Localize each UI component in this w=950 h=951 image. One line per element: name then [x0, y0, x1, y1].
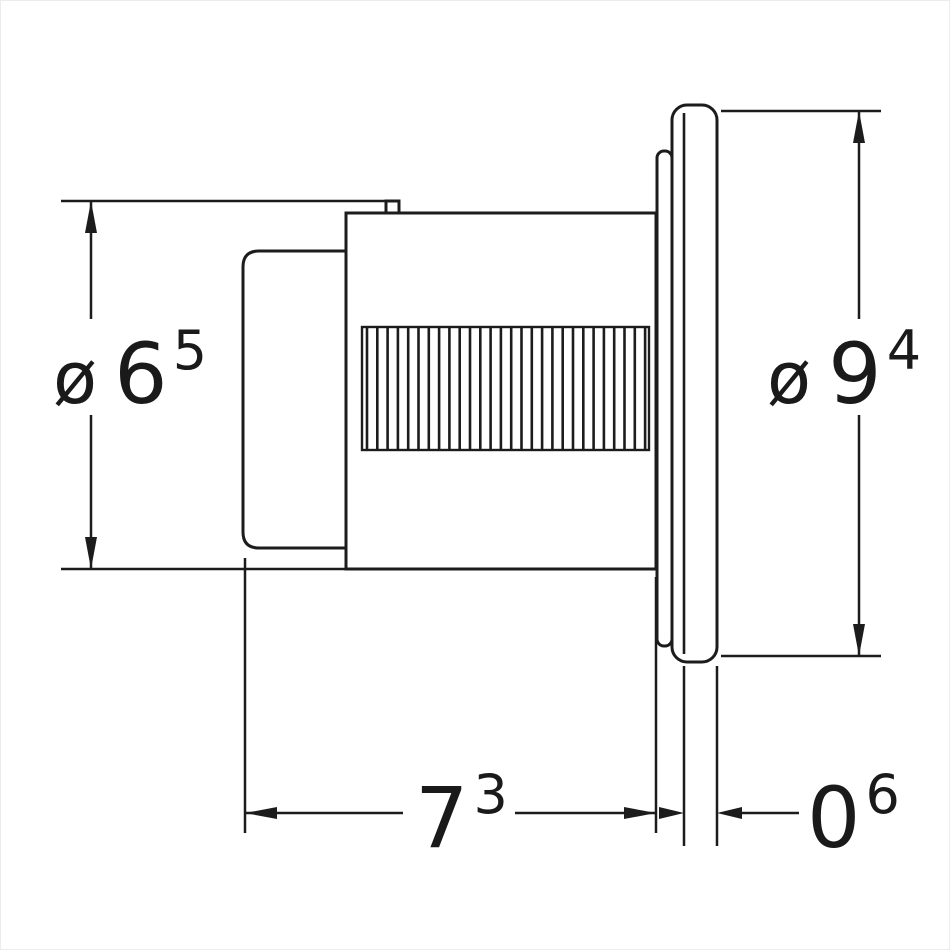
label-length-body: 7 3: [415, 763, 508, 867]
knurled-grip-ribs: [365, 327, 647, 450]
label-thickness-plate-main: 0: [807, 769, 860, 867]
label-diameter-right: ø 9 4: [767, 319, 921, 423]
label-bg-bottom: [403, 759, 515, 857]
label-diameter-left: ø 6 5: [53, 319, 207, 423]
label-bg-left: [41, 319, 211, 415]
mounting-collar-outline: [655, 149, 674, 648]
label-diameter-right-main: 9: [828, 325, 881, 423]
arrow-right-plate-icon: [659, 807, 684, 819]
arrow-down-right-icon: [853, 624, 865, 656]
arrow-right-bottom-icon: [624, 807, 656, 819]
arrow-down-left-icon: [85, 537, 97, 569]
label-diameter-left-main: 6: [114, 325, 167, 423]
label-diameter-right-sup: 4: [887, 319, 921, 382]
push-button-outline: [241, 249, 348, 550]
label-thickness-plate-sup: 6: [866, 763, 900, 826]
knurled-grip-border: [360, 325, 651, 452]
housing-top-tab: [384, 199, 401, 215]
label-length-body-main: 7: [415, 769, 468, 867]
arrow-left-bottom-icon: [245, 807, 277, 819]
label-diameter-right-prefix: ø: [767, 336, 811, 420]
cover-plate-outline: [670, 103, 719, 664]
arrow-left-plate-icon: [717, 807, 742, 819]
arrow-up-left-icon: [85, 201, 97, 233]
label-thickness-plate: 0 6: [807, 763, 900, 867]
label-diameter-left-sup: 5: [173, 319, 207, 382]
arrow-up-right-icon: [853, 111, 865, 143]
label-length-body-sup: 3: [474, 763, 508, 826]
label-diameter-left-prefix: ø: [53, 336, 97, 420]
label-bg-right: [756, 319, 918, 415]
